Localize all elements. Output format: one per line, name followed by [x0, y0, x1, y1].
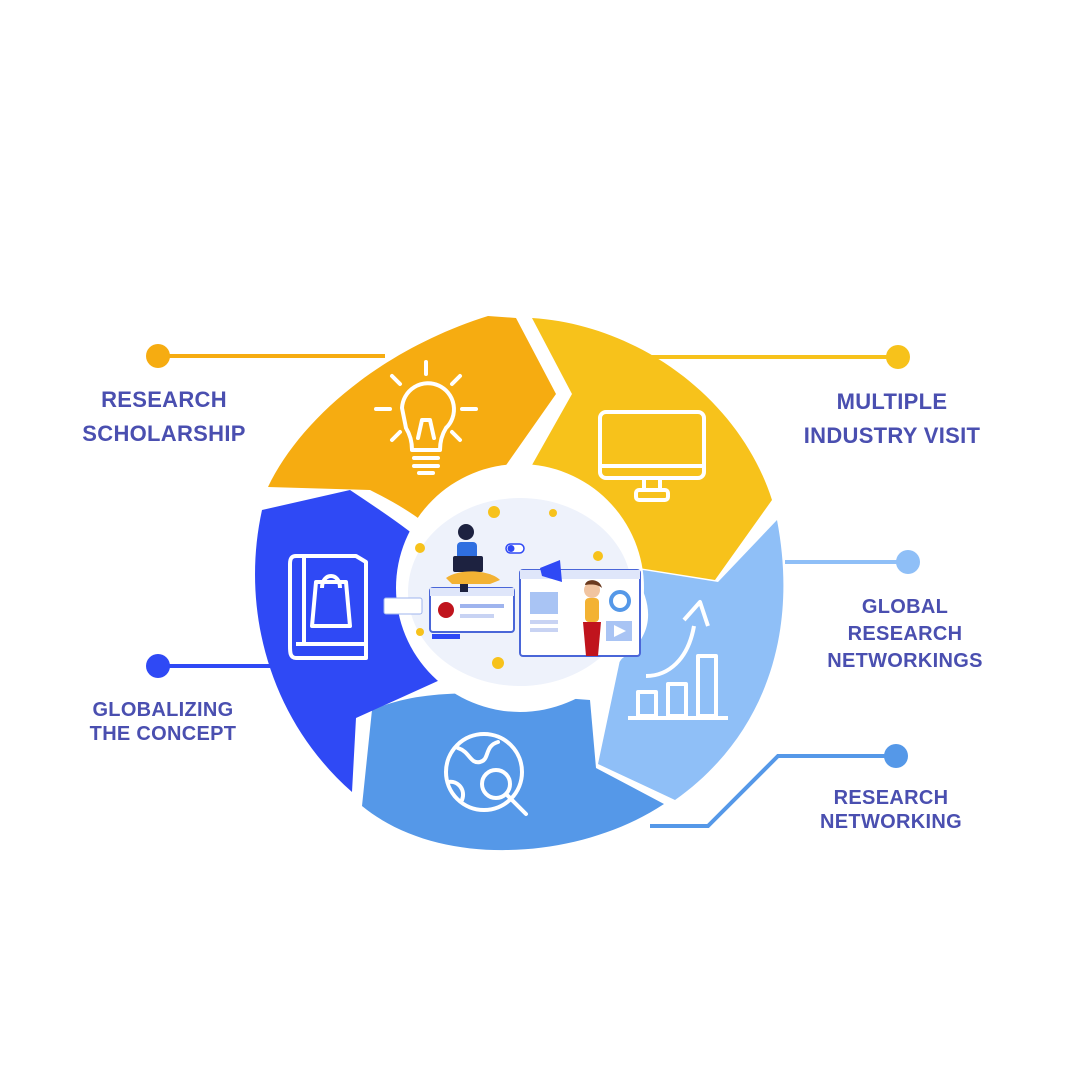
label-line: GLOBAL	[861, 596, 949, 618]
label-line: NETWORKINGS	[827, 650, 983, 672]
connector-globalizing	[146, 654, 270, 678]
monitor-icon	[598, 410, 706, 502]
label-line: THE CONCEPT	[89, 723, 237, 745]
segment-industry-visit	[532, 318, 772, 580]
segment-global-networkings	[598, 520, 784, 800]
connector-research-networking	[650, 744, 908, 828]
label-line: RESEARCH	[847, 623, 963, 645]
connector-global-networkings	[785, 550, 920, 574]
label-globalizing: GLOBALIZING THE CONCEPT	[70, 698, 256, 746]
label-line: SCHOLARSHIP	[82, 421, 246, 446]
label-line: NETWORKING	[820, 811, 962, 833]
label-research-networking: RESEARCH NETWORKING	[800, 786, 982, 834]
center-illustration	[383, 498, 641, 686]
connector-industry-visit	[628, 345, 910, 369]
label-line: RESEARCH	[101, 387, 227, 412]
lightbulb-icon	[374, 360, 478, 475]
label-line: RESEARCH	[833, 787, 949, 809]
label-industry-visit: MULTIPLE INDUSTRY VISIT	[782, 385, 1002, 453]
label-research-scholarship: RESEARCH SCHOLARSHIP	[60, 383, 268, 451]
label-global-networkings: GLOBAL RESEARCH NETWORKINGS	[800, 594, 1010, 675]
connector-research-scholarship	[146, 344, 385, 368]
shopping-book-icon	[288, 554, 368, 660]
segment-globalizing	[255, 490, 440, 792]
label-line: MULTIPLE	[836, 389, 948, 414]
growth-chart-icon	[628, 600, 728, 720]
segment-research-networking	[362, 693, 664, 851]
label-line: INDUSTRY VISIT	[803, 423, 981, 448]
globe-search-icon	[444, 732, 528, 816]
label-line: GLOBALIZING	[92, 699, 234, 721]
